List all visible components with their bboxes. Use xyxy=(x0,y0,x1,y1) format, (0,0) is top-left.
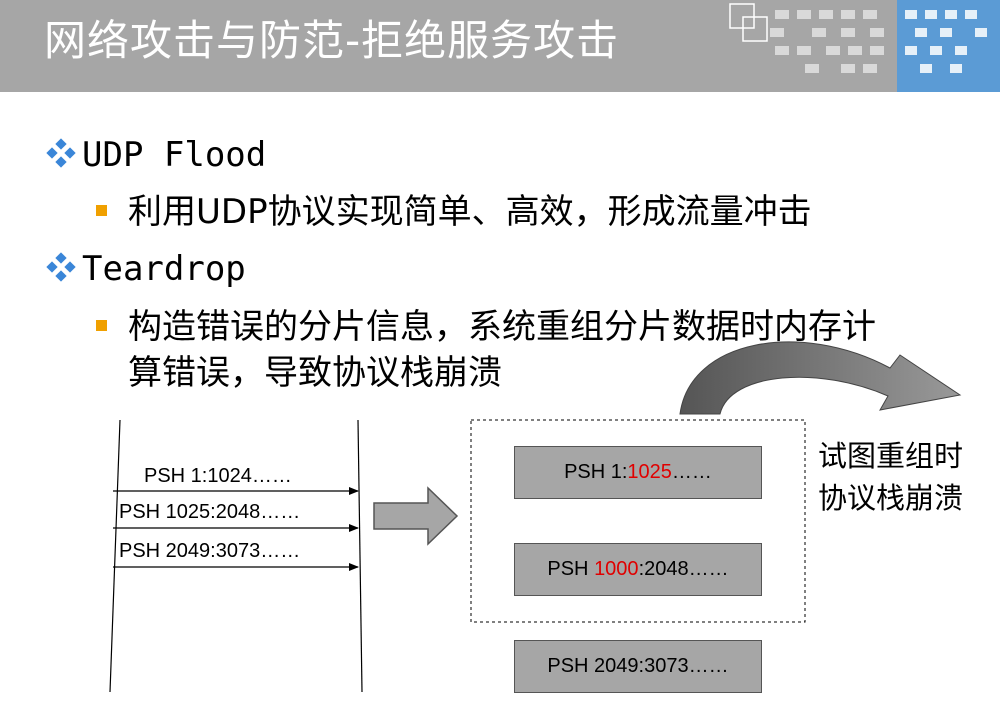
fragment-prefix: PSH xyxy=(547,558,595,580)
packet-label-2: PSH 1025:2048…… xyxy=(119,501,301,523)
page-title: 网络攻击与防范-拒绝服务攻击 xyxy=(44,16,620,65)
packet-label-1: PSH 1:1024…… xyxy=(144,465,292,487)
fragment-box-2: PSH 1000:2048…… xyxy=(514,543,762,596)
sub-bullet-text: 利用UDP协议实现简单、高效，形成流量冲击 xyxy=(128,192,812,232)
fragment-error-offset: 1000 xyxy=(594,558,639,580)
curved-arrow xyxy=(679,341,962,415)
block-arrow-right xyxy=(373,486,459,546)
square-bullet-icon xyxy=(96,205,107,216)
fragment-suffix: …… xyxy=(671,461,712,483)
reassembly-dashed-frame xyxy=(470,419,806,623)
title-decoration-squares xyxy=(729,3,987,73)
fragment-prefix: PSH 1: xyxy=(564,461,628,483)
square-bullet-icon xyxy=(96,320,107,331)
receiver-timeline xyxy=(357,419,363,693)
fragment-error-offset: 1025 xyxy=(627,461,672,483)
fragment-box-1: PSH 1:1025…… xyxy=(514,446,762,499)
bullet-heading: Teardrop xyxy=(82,249,246,289)
fragment-prefix: PSH 2049:3073…… xyxy=(547,655,729,677)
bullet-heading: UDP Flood xyxy=(82,135,267,175)
packet-label-3: PSH 2049:3073…… xyxy=(119,540,301,562)
title-bar: 网络攻击与防范-拒绝服务攻击 xyxy=(0,0,1000,92)
bullet-udp-flood: UDP Flood xyxy=(46,133,266,177)
crash-note-line1: 试图重组时 xyxy=(818,439,964,473)
bullet-teardrop: Teardrop xyxy=(46,247,246,291)
crash-note: 试图重组时 协议栈崩溃 xyxy=(818,435,998,519)
sub-bullet-text-line2: 算错误，导致协议栈崩溃 xyxy=(128,353,502,393)
diamond-bullet-icon xyxy=(46,251,76,282)
crash-note-line2: 协议栈崩溃 xyxy=(818,481,964,515)
sub-bullet-udp-flood: 利用UDP协议实现简单、高效，形成流量冲击 xyxy=(96,189,978,235)
diamond-bullet-icon xyxy=(46,137,76,168)
sub-bullet-teardrop: 构造错误的分片信息，系统重组分片数据时内存计 算错误，导致协议栈崩溃 xyxy=(96,304,978,396)
fragment-suffix: :2048…… xyxy=(638,558,729,580)
sender-timeline xyxy=(109,419,121,693)
fragment-box-3: PSH 2049:3073…… xyxy=(514,640,762,693)
sub-bullet-text-line1: 构造错误的分片信息，系统重组分片数据时内存计 xyxy=(128,307,876,347)
